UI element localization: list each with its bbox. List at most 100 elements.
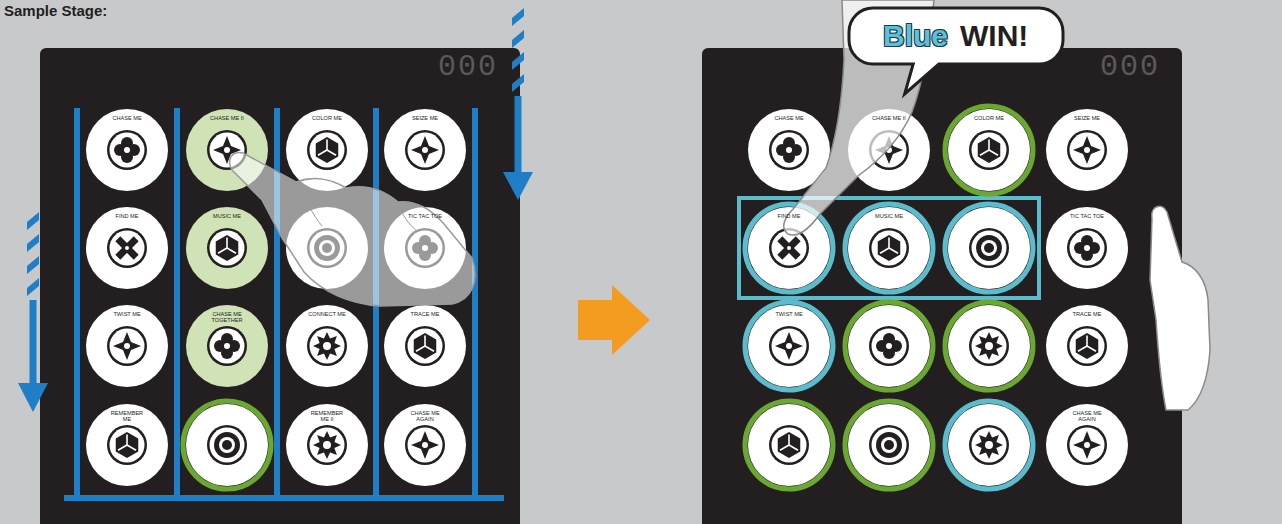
pad-shape	[788, 435, 790, 445]
pad-graphic	[939, 296, 1039, 396]
pad-shape	[186, 404, 268, 486]
pad-shape	[124, 343, 130, 349]
pad-shape	[889, 248, 898, 253]
pad-shape	[107, 228, 147, 268]
pad-shape	[110, 133, 145, 168]
pad-label: MUSIC ME	[868, 213, 910, 219]
stage-title: Sample Stage:	[4, 2, 107, 19]
pad-shape	[980, 150, 989, 155]
column-bar	[174, 108, 180, 501]
game-pad	[739, 395, 839, 495]
game-pad: MUSIC ME	[839, 198, 939, 298]
arrow-shaft	[515, 96, 522, 174]
pad-shape	[845, 302, 933, 390]
pad-shape	[876, 432, 902, 458]
pad-shape	[772, 231, 807, 266]
pad-label: CHASE ME	[768, 115, 810, 121]
pad-shape	[775, 332, 803, 360]
game-pad	[177, 395, 277, 495]
pad-shape	[307, 425, 347, 465]
pad-shape	[985, 342, 993, 350]
pad-shape	[210, 329, 245, 364]
pad-shape	[226, 238, 228, 248]
pad-shape	[116, 432, 139, 458]
bubble-shape	[849, 8, 1063, 94]
score-counter: 000	[1100, 50, 1160, 84]
pad-shape	[978, 137, 1001, 163]
pad-label: CHASE ME II	[868, 115, 910, 121]
pad-shape	[945, 204, 1033, 292]
score-counter: 000	[438, 50, 498, 84]
pad-shape	[985, 441, 993, 449]
pad-shape	[316, 137, 339, 163]
bubble-outline	[849, 8, 1063, 104]
pad-shape	[769, 425, 809, 465]
pad-shape	[772, 133, 807, 168]
pad-label: TWIST ME	[106, 311, 148, 317]
pad-shape	[1067, 130, 1107, 170]
pad-shape	[186, 305, 268, 387]
pad-shape	[869, 425, 909, 465]
pad-shape	[109, 230, 146, 267]
pad-shape	[310, 329, 345, 364]
pad-shape	[313, 332, 341, 360]
column-bar	[274, 108, 280, 501]
pad-shape	[214, 432, 240, 458]
pad-shape	[1046, 305, 1128, 387]
pad-shape	[777, 236, 800, 259]
pad-label: COLOR ME	[306, 115, 348, 121]
pad-shape	[219, 437, 235, 453]
game-pad: FIND ME	[77, 198, 177, 298]
next-arrow	[578, 285, 650, 355]
pad-shape	[778, 432, 801, 458]
pad-shape	[1070, 133, 1105, 168]
pad-shape	[975, 332, 1003, 360]
pad-shape	[975, 431, 1003, 459]
pad-label: CHASE ME II	[206, 115, 248, 121]
pad-shape	[113, 332, 141, 360]
pad-shape	[969, 425, 1009, 465]
pad-shape	[323, 441, 331, 449]
win-line-box	[739, 198, 1039, 298]
game-pad	[839, 296, 939, 396]
pad-shape	[307, 326, 347, 366]
pad-shape	[772, 329, 807, 364]
pad-shape	[976, 235, 1002, 261]
pad-shape	[776, 137, 802, 163]
pad-shape	[405, 130, 445, 170]
pad-graphic	[939, 395, 1039, 495]
column-bar	[472, 108, 478, 501]
pad-shape	[1073, 136, 1101, 164]
game-pad: REMEMBER ME	[77, 395, 177, 495]
pad-label: CHASE ME TOGETHER	[206, 311, 248, 324]
pad-shape	[1067, 425, 1107, 465]
pad-shape	[978, 137, 1001, 163]
pad-label: SEIZE ME	[1066, 115, 1108, 121]
pad-shape	[411, 431, 439, 459]
pad-shape	[948, 404, 1030, 486]
game-pad: FIND ME	[739, 198, 839, 298]
pad-shape	[886, 343, 892, 349]
pad-shape	[107, 130, 147, 170]
game-board	[40, 48, 520, 524]
pad-shape	[777, 236, 800, 259]
pad-shape	[224, 147, 230, 153]
pad-shape	[888, 238, 890, 248]
pad-shape	[207, 326, 247, 366]
pad-label: REMEMBER ME II	[306, 410, 348, 423]
pad-shape	[745, 302, 833, 390]
pad-shape	[114, 137, 140, 163]
pad-shape	[969, 326, 1009, 366]
pad-label: CHASE ME AGAIN	[404, 410, 446, 423]
pad-shape	[989, 150, 998, 155]
pad-shape	[327, 150, 336, 155]
pad-shape	[408, 133, 443, 168]
pad-shape	[881, 437, 897, 453]
arrow-stripe	[512, 74, 524, 92]
pad-shape	[384, 109, 466, 191]
pad-shape	[224, 343, 230, 349]
pad-shape	[313, 431, 341, 459]
pad-shape	[945, 401, 1033, 489]
pad-shape	[1046, 207, 1128, 289]
speech-bubble: BlueWIN!	[849, 8, 1063, 64]
